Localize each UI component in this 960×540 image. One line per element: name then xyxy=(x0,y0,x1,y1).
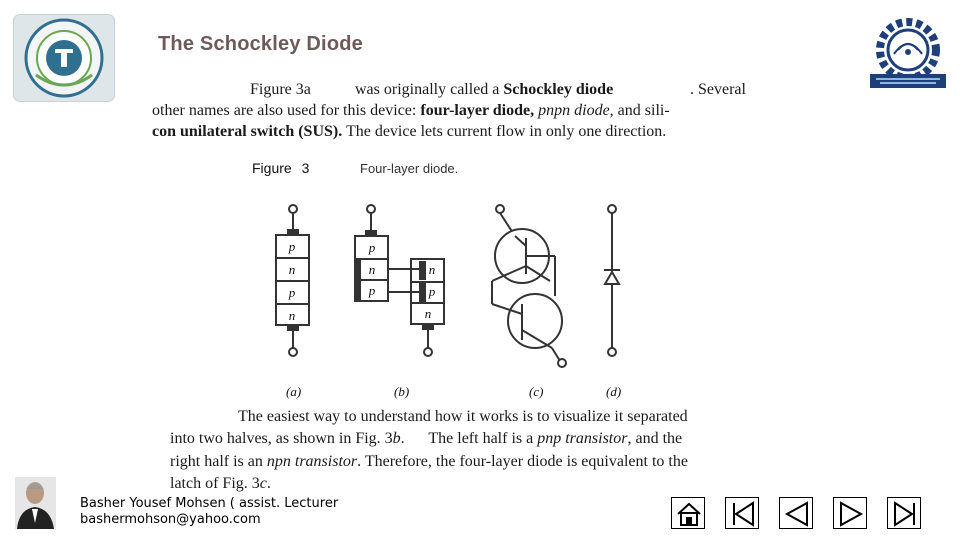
next-icon xyxy=(840,501,864,527)
figure-reference: Figure 3a xyxy=(250,81,311,98)
paragraph-1-line-1b: was originally called a Schockley diode xyxy=(355,79,613,100)
text: . Several xyxy=(690,81,746,98)
layer-a-4: n xyxy=(289,308,296,323)
author-email[interactable]: bashermohson@yahoo.com xyxy=(80,512,261,527)
author-name: Basher Yousef Mohsen ( assist. Lecturer xyxy=(80,496,339,511)
emphasis: four-layer diode, xyxy=(420,102,539,119)
figure-caption: Four-layer diode. xyxy=(360,161,459,176)
previous-icon xyxy=(784,501,808,527)
layer-b-left-1: p xyxy=(368,240,376,255)
next-slide-button[interactable] xyxy=(833,497,867,529)
author-info: Basher Yousef Mohsen ( assist. Lecturer … xyxy=(80,496,338,528)
panel-label-d: (d) xyxy=(606,384,622,399)
text: latch of Fig. 3 xyxy=(170,475,260,492)
paragraph-2-line-3: right half is an npn transistor. Therefo… xyxy=(170,451,780,472)
text: into two halves, as shown in Fig. 3 xyxy=(170,430,393,447)
previous-slide-button[interactable] xyxy=(779,497,813,529)
paragraph-2-line-1: The easiest way to understand how it wor… xyxy=(238,408,688,425)
panel-label-c: (c) xyxy=(529,384,544,399)
layer-b-right-1: n xyxy=(429,262,436,277)
layer-b-left-3: p xyxy=(368,283,376,298)
paragraph-2-line-2: into two halves, as shown in Fig. 3b. Th… xyxy=(170,428,780,449)
four-layer-diode-figure: p n p n p n p n p n xyxy=(275,204,621,368)
paragraph-1-line-2: other names are also used for this devic… xyxy=(152,100,762,121)
college-logo xyxy=(866,12,950,96)
panel-label-b: (b) xyxy=(394,384,410,399)
text: . Therefore, the four-layer diode is equ… xyxy=(357,453,688,470)
home-icon xyxy=(677,502,701,526)
italic-term: pnpn diode, xyxy=(538,102,614,119)
slide-title: The Schockley Diode xyxy=(158,33,363,55)
paragraph-2-line-4: latch of Fig. 3c. xyxy=(170,473,271,494)
paragraph-1-line-1c: . Several xyxy=(690,79,746,100)
text: The device lets current flow in only one… xyxy=(342,123,667,140)
emphasis: Schockley diode xyxy=(503,81,614,98)
figure-label: Figure 3 xyxy=(252,160,309,176)
text: was originally called a xyxy=(355,81,504,98)
layer-b-right-3: n xyxy=(425,306,432,321)
layer-a-3: p xyxy=(288,285,296,300)
first-slide-button[interactable] xyxy=(725,497,759,529)
panel-label-a: (a) xyxy=(286,384,302,399)
last-slide-button[interactable] xyxy=(887,497,921,529)
paragraph-1-line-3: con unilateral switch (SUS). The device … xyxy=(152,121,762,142)
last-slide-icon xyxy=(894,501,915,527)
text: . The left half is a xyxy=(400,430,538,447)
paragraph-1-line-1: Figure 3a xyxy=(250,79,311,100)
layer-b-left-2: n xyxy=(369,262,376,277)
figure-number: 3 xyxy=(301,160,310,176)
author-photo xyxy=(15,477,56,529)
layer-a-1: p xyxy=(288,239,296,254)
layer-a-2: n xyxy=(289,262,296,277)
first-slide-icon xyxy=(733,501,754,527)
text: . xyxy=(266,475,271,492)
emphasis: con unilateral switch (SUS). xyxy=(152,123,343,140)
text: and sili- xyxy=(613,102,670,119)
text: , and the xyxy=(627,430,683,447)
text: right half is an xyxy=(170,453,267,470)
italic-term: npn transistor xyxy=(266,453,358,470)
home-button[interactable] xyxy=(671,497,705,529)
italic-term: b xyxy=(392,430,401,447)
figure-word: Figure xyxy=(252,160,292,176)
italic-term: c xyxy=(259,475,267,492)
text: other names are also used for this devic… xyxy=(152,102,421,119)
university-logo xyxy=(14,15,114,101)
italic-term: pnp transistor xyxy=(537,430,628,447)
layer-b-right-2: p xyxy=(428,284,436,299)
